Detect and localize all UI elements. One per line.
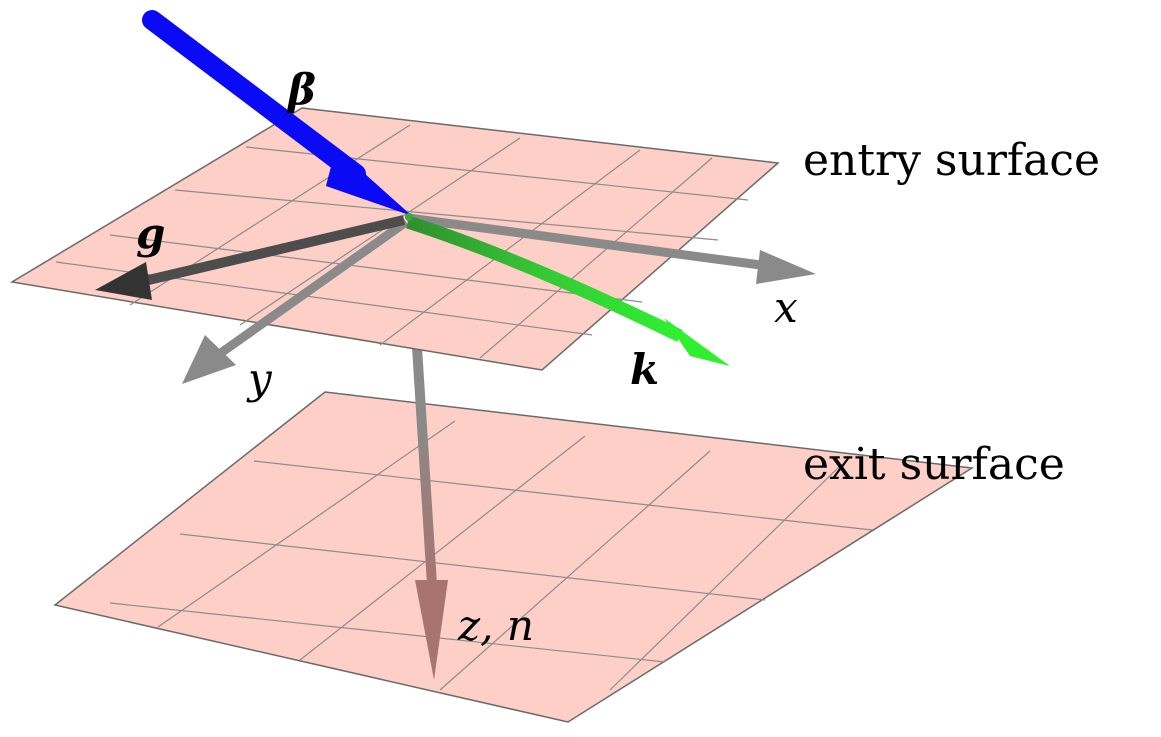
entry-surface-grid [55, 124, 749, 359]
exit-surface-grid [109, 420, 873, 691]
y-label: y [246, 354, 273, 403]
g-vector-arrow [95, 215, 406, 300]
origin-point [405, 213, 413, 221]
x-axis-arrow [407, 213, 816, 284]
entry-surface-label: entry surface [803, 135, 1100, 186]
g-label: g [136, 209, 165, 258]
z-n-label: z, n [457, 601, 534, 650]
k-label: k [630, 345, 659, 394]
exit-surface-plane [53, 391, 975, 723]
exit-surface-label: exit surface [803, 439, 1065, 490]
beta-label: β [286, 65, 316, 114]
x-label: x [774, 283, 798, 332]
y-axis-arrow [182, 218, 409, 384]
k-vector-arrow [406, 215, 730, 366]
entry-surface-plane [9, 107, 780, 371]
beta-vector-arrow [142, 10, 412, 216]
